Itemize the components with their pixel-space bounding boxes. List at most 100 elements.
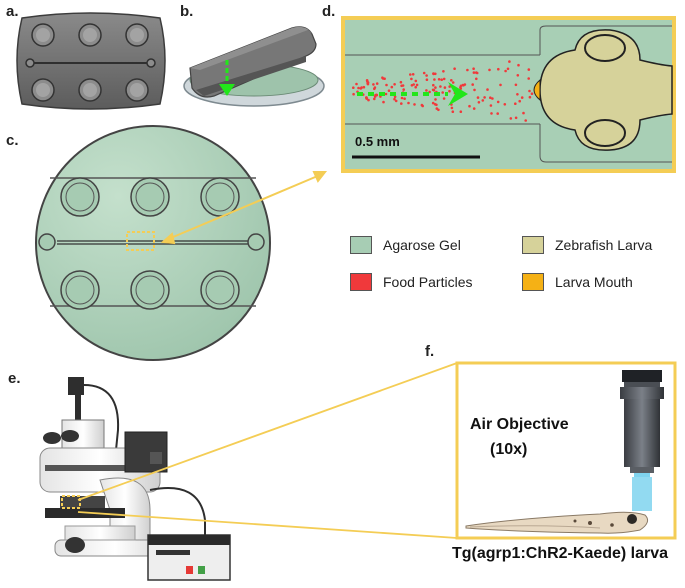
- food-particle: [352, 92, 355, 96]
- food-particle: [399, 80, 403, 84]
- food-particle: [516, 74, 520, 77]
- food-particle: [477, 101, 481, 104]
- food-particle: [373, 97, 376, 101]
- food-particle: [373, 86, 377, 89]
- food-particle: [468, 104, 471, 108]
- food-particle: [403, 97, 406, 100]
- food-particle: [439, 85, 442, 88]
- scale-bar-label: 0.5 mm: [355, 134, 400, 149]
- objective-label-line2: (10x): [490, 441, 528, 458]
- food-particle: [528, 95, 532, 99]
- food-particle: [415, 83, 419, 87]
- food-particle: [476, 96, 480, 99]
- food-particle: [516, 93, 519, 96]
- food-particle: [486, 88, 489, 91]
- food-particle: [514, 83, 518, 87]
- food-particle: [362, 85, 366, 89]
- food-particle: [393, 83, 396, 86]
- food-particle: [528, 89, 531, 93]
- food-particle: [472, 107, 476, 110]
- objective-label-line1: Air Objective: [470, 416, 569, 433]
- food-particle: [409, 73, 412, 76]
- food-particle: [483, 96, 486, 99]
- objective-body: [624, 399, 660, 467]
- legend-label-zebrafish-larva: Zebrafish Larva: [555, 237, 653, 253]
- legend-label-agarose-gel: Agarose Gel: [383, 237, 461, 253]
- food-particle: [366, 81, 370, 84]
- food-particle: [437, 78, 441, 81]
- food-particle: [367, 98, 370, 102]
- food-particle: [425, 78, 429, 81]
- food-particle: [400, 96, 404, 100]
- food-particle: [475, 71, 479, 75]
- food-particle: [372, 83, 375, 86]
- food-particle: [517, 63, 520, 67]
- food-particle: [481, 99, 485, 102]
- panel-label-c: c.: [6, 132, 19, 149]
- food-particle: [466, 68, 469, 72]
- food-particle: [437, 108, 440, 112]
- blue-light-beam: [632, 477, 652, 511]
- food-particle: [442, 97, 446, 100]
- food-particle: [508, 60, 511, 63]
- food-particle: [451, 81, 455, 84]
- legend-swatch-agarose-gel: [350, 236, 372, 254]
- zoom-lines-e-f: [77, 362, 458, 539]
- food-particle: [506, 67, 510, 71]
- food-particles: [352, 60, 534, 122]
- food-particle: [441, 91, 445, 94]
- panel-c-dish-top: [35, 125, 271, 361]
- food-particle: [431, 88, 435, 92]
- food-particle: [522, 111, 525, 115]
- food-particle: [425, 74, 428, 77]
- panel-label-b: b.: [180, 3, 194, 20]
- food-particle: [355, 82, 358, 86]
- food-particle: [431, 101, 435, 105]
- panel-a-stamp: [16, 12, 166, 110]
- panel-e-microscope: [39, 377, 231, 581]
- food-particle: [375, 93, 378, 97]
- food-particle: [490, 112, 493, 115]
- food-particle: [527, 77, 530, 80]
- panel-label-a: a.: [6, 3, 19, 20]
- food-particle: [524, 119, 527, 122]
- food-particle: [442, 70, 445, 73]
- food-particle: [520, 96, 524, 99]
- legend-label-larva-mouth: Larva Mouth: [555, 274, 633, 290]
- food-particle: [434, 86, 437, 89]
- food-particle: [433, 78, 436, 81]
- food-particle: [412, 83, 416, 86]
- food-particle: [414, 85, 418, 89]
- food-particle: [413, 103, 416, 106]
- panel-label-f: f.: [425, 343, 435, 360]
- food-particle: [496, 100, 500, 104]
- zebrafish-larva: [533, 29, 673, 151]
- legend-label-food-particles: Food Particles: [383, 274, 473, 290]
- larva-side-view: [465, 511, 649, 534]
- food-particle: [489, 96, 492, 99]
- food-particle: [357, 86, 360, 90]
- food-particle: [382, 100, 385, 104]
- food-particle: [375, 82, 379, 85]
- food-particle: [459, 110, 463, 113]
- panel-d-zoom: [341, 16, 676, 173]
- food-particle: [422, 71, 426, 75]
- food-particle: [410, 77, 413, 81]
- zoom-arrow: [160, 171, 328, 245]
- food-particle: [360, 86, 363, 89]
- food-particle: [471, 83, 475, 86]
- legend-swatch-zebrafish-larva: [522, 236, 544, 254]
- food-particle: [475, 77, 478, 81]
- food-particle: [425, 89, 428, 92]
- food-particle: [472, 67, 475, 70]
- food-particle: [488, 68, 491, 72]
- food-particle: [387, 89, 391, 92]
- food-particle: [394, 99, 398, 103]
- food-particle: [432, 72, 435, 76]
- panel-b-dish: [183, 26, 325, 107]
- food-particle: [400, 102, 403, 105]
- food-particle: [443, 86, 447, 89]
- panel-label-e: e.: [8, 370, 21, 387]
- food-particle: [440, 78, 444, 81]
